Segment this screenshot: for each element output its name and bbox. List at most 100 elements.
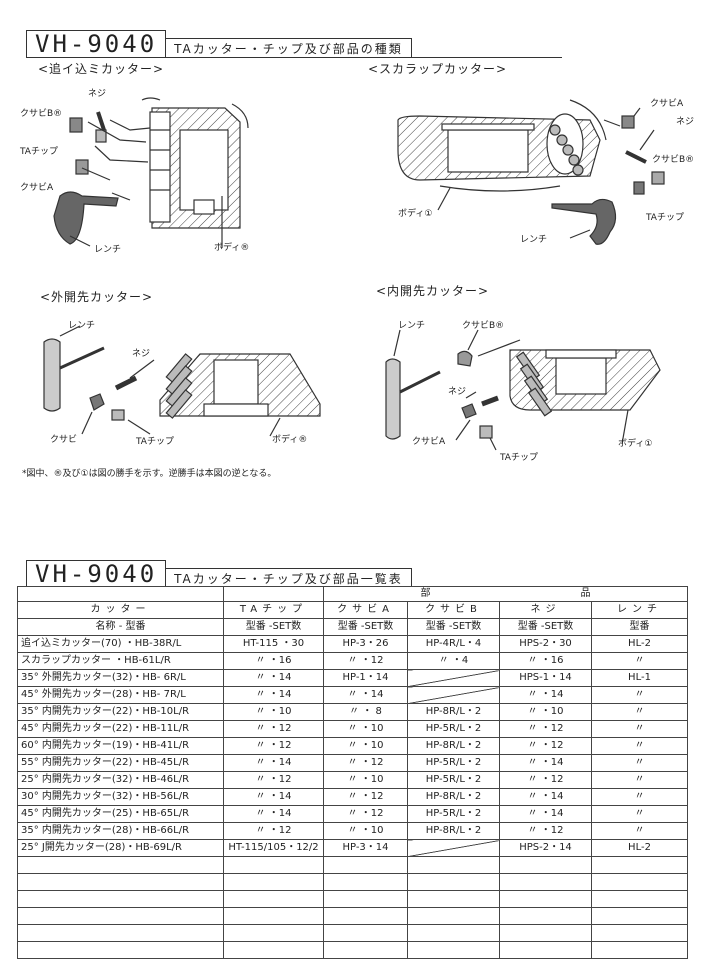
cell-cutter-name: スカラップカッター ・HB-61L/R (17, 652, 224, 670)
table-row: 45° 外開先カッター(28)・HB- 7R/L〃 ・14〃 ・14〃 ・14〃 (17, 686, 688, 704)
oikomi-body-drawing (141, 97, 249, 229)
cell-ta-chip: 〃 ・12 (223, 720, 324, 738)
empty-cell (499, 941, 592, 959)
column-header-neji: ネジ (499, 601, 592, 619)
title-uchikaisaki: <内開先カッター> (376, 284, 490, 298)
cell-cutter-name: 45° 内開先カッター(22)・HB-11L/R (17, 720, 224, 738)
cell-wrench: 〃 (591, 686, 688, 704)
cell-wrench: 〃 (591, 652, 688, 670)
cell-ta-chip: HT-115/105・12/2 (223, 839, 324, 857)
cell-kusabi-b: HP-4R/L・4 (407, 635, 500, 653)
cell-wrench: 〃 (591, 771, 688, 789)
sotokaisaki-body-drawing (159, 353, 321, 419)
cell-neji: 〃 ・14 (499, 754, 592, 772)
empty-cell (223, 873, 324, 891)
empty-cell (407, 856, 500, 874)
empty-cell (17, 873, 224, 891)
cell-kusabi-a: 〃 ・14 (323, 686, 408, 704)
empty-cell (407, 924, 500, 942)
cell-kusabi-b (407, 669, 500, 687)
label-oikomi-body: ボディ® (214, 243, 250, 253)
label-uchi-ta-chip: TAチップ (500, 453, 538, 463)
label-scallop-neji: ネジ (676, 117, 695, 127)
cell-ta-chip: 〃 ・10 (223, 703, 324, 721)
empty-cell (223, 890, 324, 908)
cutter-drawings (43, 97, 665, 451)
sheet1-code: VH-9040 (26, 30, 167, 57)
cell-kusabi-a: HP-3・14 (323, 839, 408, 857)
label-soto-wrench: レンチ (68, 321, 96, 331)
scallop-body-drawing (397, 99, 607, 192)
cell-cutter-name: 45° 内開先カッター(25)・HB-65L/R (17, 805, 224, 823)
cell-neji: 〃 ・10 (499, 703, 592, 721)
cell-ta-chip: 〃 ・14 (223, 669, 324, 687)
uchikaisaki-body-drawing (509, 349, 661, 417)
cell-kusabi-b (407, 686, 500, 704)
cell-cutter-name: 25° J開先カッター(28)・HB-69L/R (17, 839, 224, 857)
cell-neji: 〃 ・14 (499, 686, 592, 704)
cell-ta-chip: 〃 ・14 (223, 788, 324, 806)
empty-cell (323, 941, 408, 959)
group-header-blank (223, 586, 324, 602)
sheet2-header: VH-9040 TAカッター・チップ及び部品一覧表 (26, 560, 412, 587)
label-oikomi-kusabi-a: クサビA (20, 183, 54, 193)
cell-neji: HPS-2・14 (499, 839, 592, 857)
cell-wrench: 〃 (591, 737, 688, 755)
column-header-wrench: レンチ (591, 601, 688, 619)
sheet2-code: VH-9040 (26, 560, 167, 587)
cell-ta-chip: 〃 ・16 (223, 652, 324, 670)
column-header-kusabi-b: クサビB (407, 601, 500, 619)
cell-cutter-name: 45° 外開先カッター(28)・HB- 7R/L (17, 686, 224, 704)
cell-neji: HPS-1・14 (499, 669, 592, 687)
column-header-cutter: カッター (17, 601, 224, 619)
table-empty-row (17, 890, 688, 908)
cell-kusabi-b: HP-5R/L・2 (407, 805, 500, 823)
cell-kusabi-a: 〃 ・12 (323, 805, 408, 823)
cell-ta-chip: 〃 ・12 (223, 822, 324, 840)
table-empty-row (17, 941, 688, 959)
cell-kusabi-b: HP-5R/L・2 (407, 720, 500, 738)
cell-neji: 〃 ・14 (499, 788, 592, 806)
cell-kusabi-a: 〃 ・10 (323, 822, 408, 840)
empty-cell (407, 873, 500, 891)
label-scallop-kusabi-b: クサビB® (652, 155, 695, 165)
cell-kusabi-b: HP-5R/L・2 (407, 754, 500, 772)
label-uchi-wrench: レンチ (398, 321, 426, 331)
cell-cutter-name: 60° 内開先カッター(19)・HB-41L/R (17, 737, 224, 755)
table-empty-row (17, 907, 688, 925)
group-header-blank (17, 586, 224, 602)
label-oikomi-neji: ネジ (88, 89, 107, 99)
cell-ta-chip: 〃 ・12 (223, 771, 324, 789)
cell-neji: 〃 ・14 (499, 805, 592, 823)
table-subheader-row: 名称 - 型番 型番 -SET数 型番 -SET数 型番 -SET数 型番 -S… (17, 618, 688, 636)
cell-ta-chip: 〃 ・14 (223, 754, 324, 772)
empty-cell (17, 941, 224, 959)
cell-kusabi-a: 〃 ・10 (323, 720, 408, 738)
cell-kusabi-a: HP-3・26 (323, 635, 408, 653)
table-group-header-row: 部品 (17, 586, 688, 602)
empty-cell (17, 890, 224, 908)
subheader-cell: 名称 - 型番 (17, 618, 224, 636)
empty-cell (323, 907, 408, 925)
sheet1-title: TAカッター・チップ及び部品の種類 (166, 38, 412, 57)
cell-kusabi-a: 〃 ・12 (323, 754, 408, 772)
empty-cell (17, 924, 224, 942)
table-row: スカラップカッター ・HB-61L/R〃 ・16〃 ・12〃 ・4〃 ・16〃 (17, 652, 688, 670)
group-header-parts: 部品 (323, 586, 688, 602)
label-soto-neji: ネジ (132, 349, 151, 359)
label-soto-body: ボディ® (272, 435, 308, 445)
empty-cell (591, 856, 688, 874)
subheader-cell: 型番 -SET数 (223, 618, 324, 636)
cell-wrench: 〃 (591, 703, 688, 721)
cell-ta-chip: 〃 ・12 (223, 737, 324, 755)
column-header-ta-chip: TAチップ (223, 601, 324, 619)
column-header-kusabi-a: クサビA (323, 601, 408, 619)
cell-kusabi-b: 〃 ・4 (407, 652, 500, 670)
empty-cell (223, 941, 324, 959)
cell-ta-chip: 〃 ・14 (223, 805, 324, 823)
